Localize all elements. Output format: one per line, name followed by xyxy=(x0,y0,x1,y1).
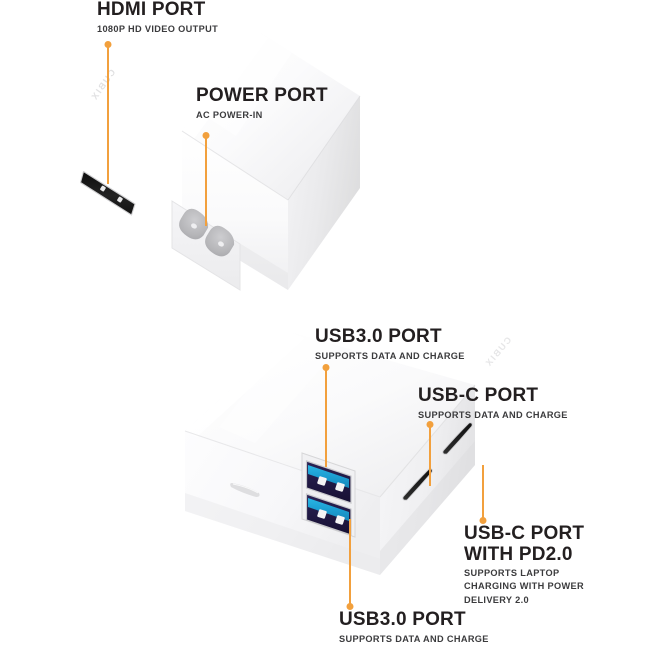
usbc-pd-leader-line xyxy=(479,465,487,524)
callout-power-subtitle: AC POWER-IN xyxy=(196,109,263,120)
callout-usb3-bottom-subtitle: SUPPORTS DATA AND CHARGE xyxy=(339,633,489,644)
callout-usb3-top-subtitle: SUPPORTS DATA AND CHARGE xyxy=(315,350,465,361)
bottom-device-right-face xyxy=(380,385,475,575)
usb3-top-leader-line xyxy=(322,364,330,467)
bottom-device-illustration: CUBIX xyxy=(175,325,520,595)
bottom-device-svg xyxy=(184,333,476,575)
callout-usb3-bottom: USB3.0 PORT SUPPORTS DATA AND CHARGE xyxy=(339,609,489,646)
callout-hdmi-subtitle: 1080P HD VIDEO OUTPUT xyxy=(97,23,219,34)
usb3-bottom-leader-line xyxy=(346,519,354,610)
ac-power-port xyxy=(171,200,241,291)
callout-usb3-top-title: USB3.0 PORT xyxy=(315,326,442,347)
hdmi-leader-dot xyxy=(104,41,112,48)
callout-usbc-subtitle: SUPPORTS DATA AND CHARGE xyxy=(418,409,568,420)
usbc-leader-line xyxy=(426,421,434,486)
top-device-right-face xyxy=(288,96,360,290)
usb3-bottom-leader-dot xyxy=(346,603,354,610)
callout-usbc-title: USB-C PORT xyxy=(418,385,539,406)
callout-usb3-bottom-title: USB3.0 PORT xyxy=(339,609,466,630)
callout-hdmi-title: HDMI PORT xyxy=(97,0,206,20)
side-vent-slot xyxy=(230,483,260,497)
top-device-svg xyxy=(79,30,361,291)
power-leader-line xyxy=(202,132,210,226)
usbc-pd-port xyxy=(442,422,473,455)
callout-usbc: USB-C PORT SUPPORTS DATA AND CHARGE xyxy=(418,385,568,422)
power-leader-dot xyxy=(202,132,210,139)
top-device-illustration: CUBIX xyxy=(60,18,361,298)
usbc-pd-leader-dot xyxy=(479,517,487,524)
usb3-port-group xyxy=(301,452,356,538)
callout-power: POWER PORT AC POWER-IN xyxy=(196,85,328,122)
usb3-top-leader-dot xyxy=(322,364,330,371)
hdmi-leader-line xyxy=(104,41,112,184)
usbc-leader-dot xyxy=(426,421,434,428)
callout-power-title: POWER PORT xyxy=(196,85,328,106)
top-device-front-face xyxy=(182,131,288,290)
callout-usbc-pd-subtitle: SUPPORTS LAPTOP CHARGING WITH POWER DELI… xyxy=(464,568,584,605)
hdmi-port xyxy=(79,170,136,216)
callout-usb3-top: USB3.0 PORT SUPPORTS DATA AND CHARGE xyxy=(315,326,465,363)
callout-usbc-pd-title: USB-C PORT WITH PD2.0 xyxy=(464,523,585,565)
callout-usbc-pd: USB-C PORT WITH PD2.0 SUPPORTS LAPTOP CH… xyxy=(464,523,585,607)
callout-hdmi: HDMI PORT 1080P HD VIDEO OUTPUT xyxy=(97,0,218,36)
bottom-device-front-face xyxy=(185,431,380,575)
usbc-port xyxy=(402,468,433,501)
